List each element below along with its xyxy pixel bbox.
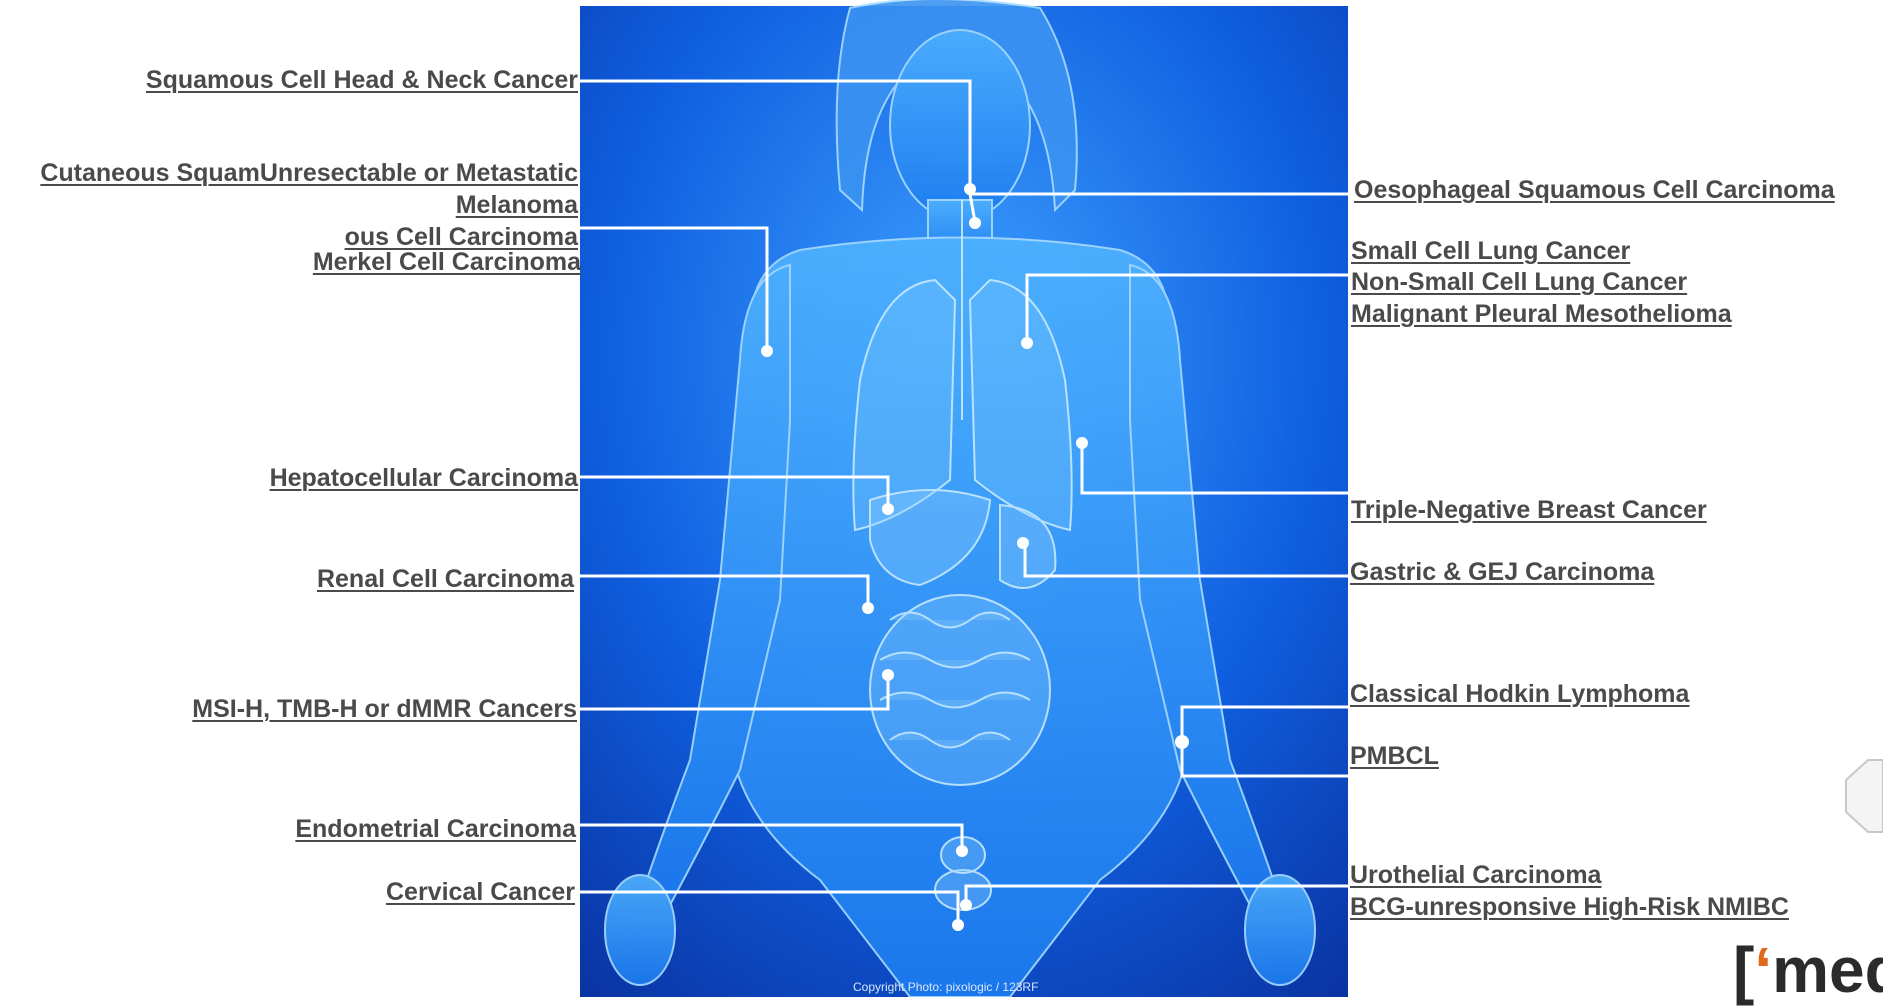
label-renal[interactable]: Renal Cell Carcinoma [317,565,574,593]
label-cutaneous-line2[interactable]: Melanoma [456,191,578,219]
brand-logo: [‘med [1733,938,1883,1002]
label-tnbc[interactable]: Triple-Negative Breast Cancer [1351,496,1707,524]
logo-quote: ‘ [1754,934,1772,1006]
dot-hepatocellular [882,503,894,515]
label-cutaneous-line1[interactable]: Cutaneous SquamUnresectable or Metastati… [40,159,578,187]
dot-endometrial [956,845,968,857]
label-pmbcl[interactable]: PMBCL [1350,742,1439,770]
label-hepatocellular[interactable]: Hepatocellular Carcinoma [270,464,578,492]
dot-renal [862,602,874,614]
copyright-caption: Copyright Photo: pixologic / 123RF [853,980,1038,994]
dot-head-neck [964,183,976,195]
label-gastric[interactable]: Gastric & GEJ Carcinoma [1350,558,1654,586]
label-sclc[interactable]: Small Cell Lung Cancer [1351,237,1630,265]
next-arrow-shape[interactable] [1846,760,1883,832]
label-cutaneous-line3[interactable]: ous Cell Carcinoma [345,223,578,251]
dot-cervical [952,919,964,931]
label-oesophageal[interactable]: Oesophageal Squamous Cell Carcinoma [1354,176,1835,204]
label-cervical[interactable]: Cervical Cancer [386,878,575,906]
dot-urothelial [960,899,972,911]
label-endometrial[interactable]: Endometrial Carcinoma [295,815,576,843]
label-hodgkin[interactable]: Classical Hodkin Lymphoma [1350,680,1689,708]
label-merkel[interactable]: Merkel Cell Carcinoma [313,248,581,276]
label-head-neck[interactable]: Squamous Cell Head & Neck Cancer [146,66,578,94]
intestines [870,595,1050,785]
dot-oesophageal [969,217,981,229]
dot-lung [1021,337,1033,349]
label-msi[interactable]: MSI-H, TMB-H or dMMR Cancers [192,695,577,723]
logo-bracket: [ [1733,934,1754,1006]
label-mesothelioma[interactable]: Malignant Pleural Mesothelioma [1351,300,1732,328]
dot-lymphoma [1175,735,1189,749]
label-urothelial[interactable]: Urothelial Carcinoma [1350,861,1601,889]
dot-gastric [1017,537,1029,549]
dot-breast [1076,437,1088,449]
label-nsclc[interactable]: Non-Small Cell Lung Cancer [1351,268,1687,296]
logo-text: med [1772,934,1883,1006]
label-bcg[interactable]: BCG-unresponsive High-Risk NMIBC [1350,893,1789,921]
dot-cutaneous [761,345,773,357]
dot-msi [882,669,894,681]
